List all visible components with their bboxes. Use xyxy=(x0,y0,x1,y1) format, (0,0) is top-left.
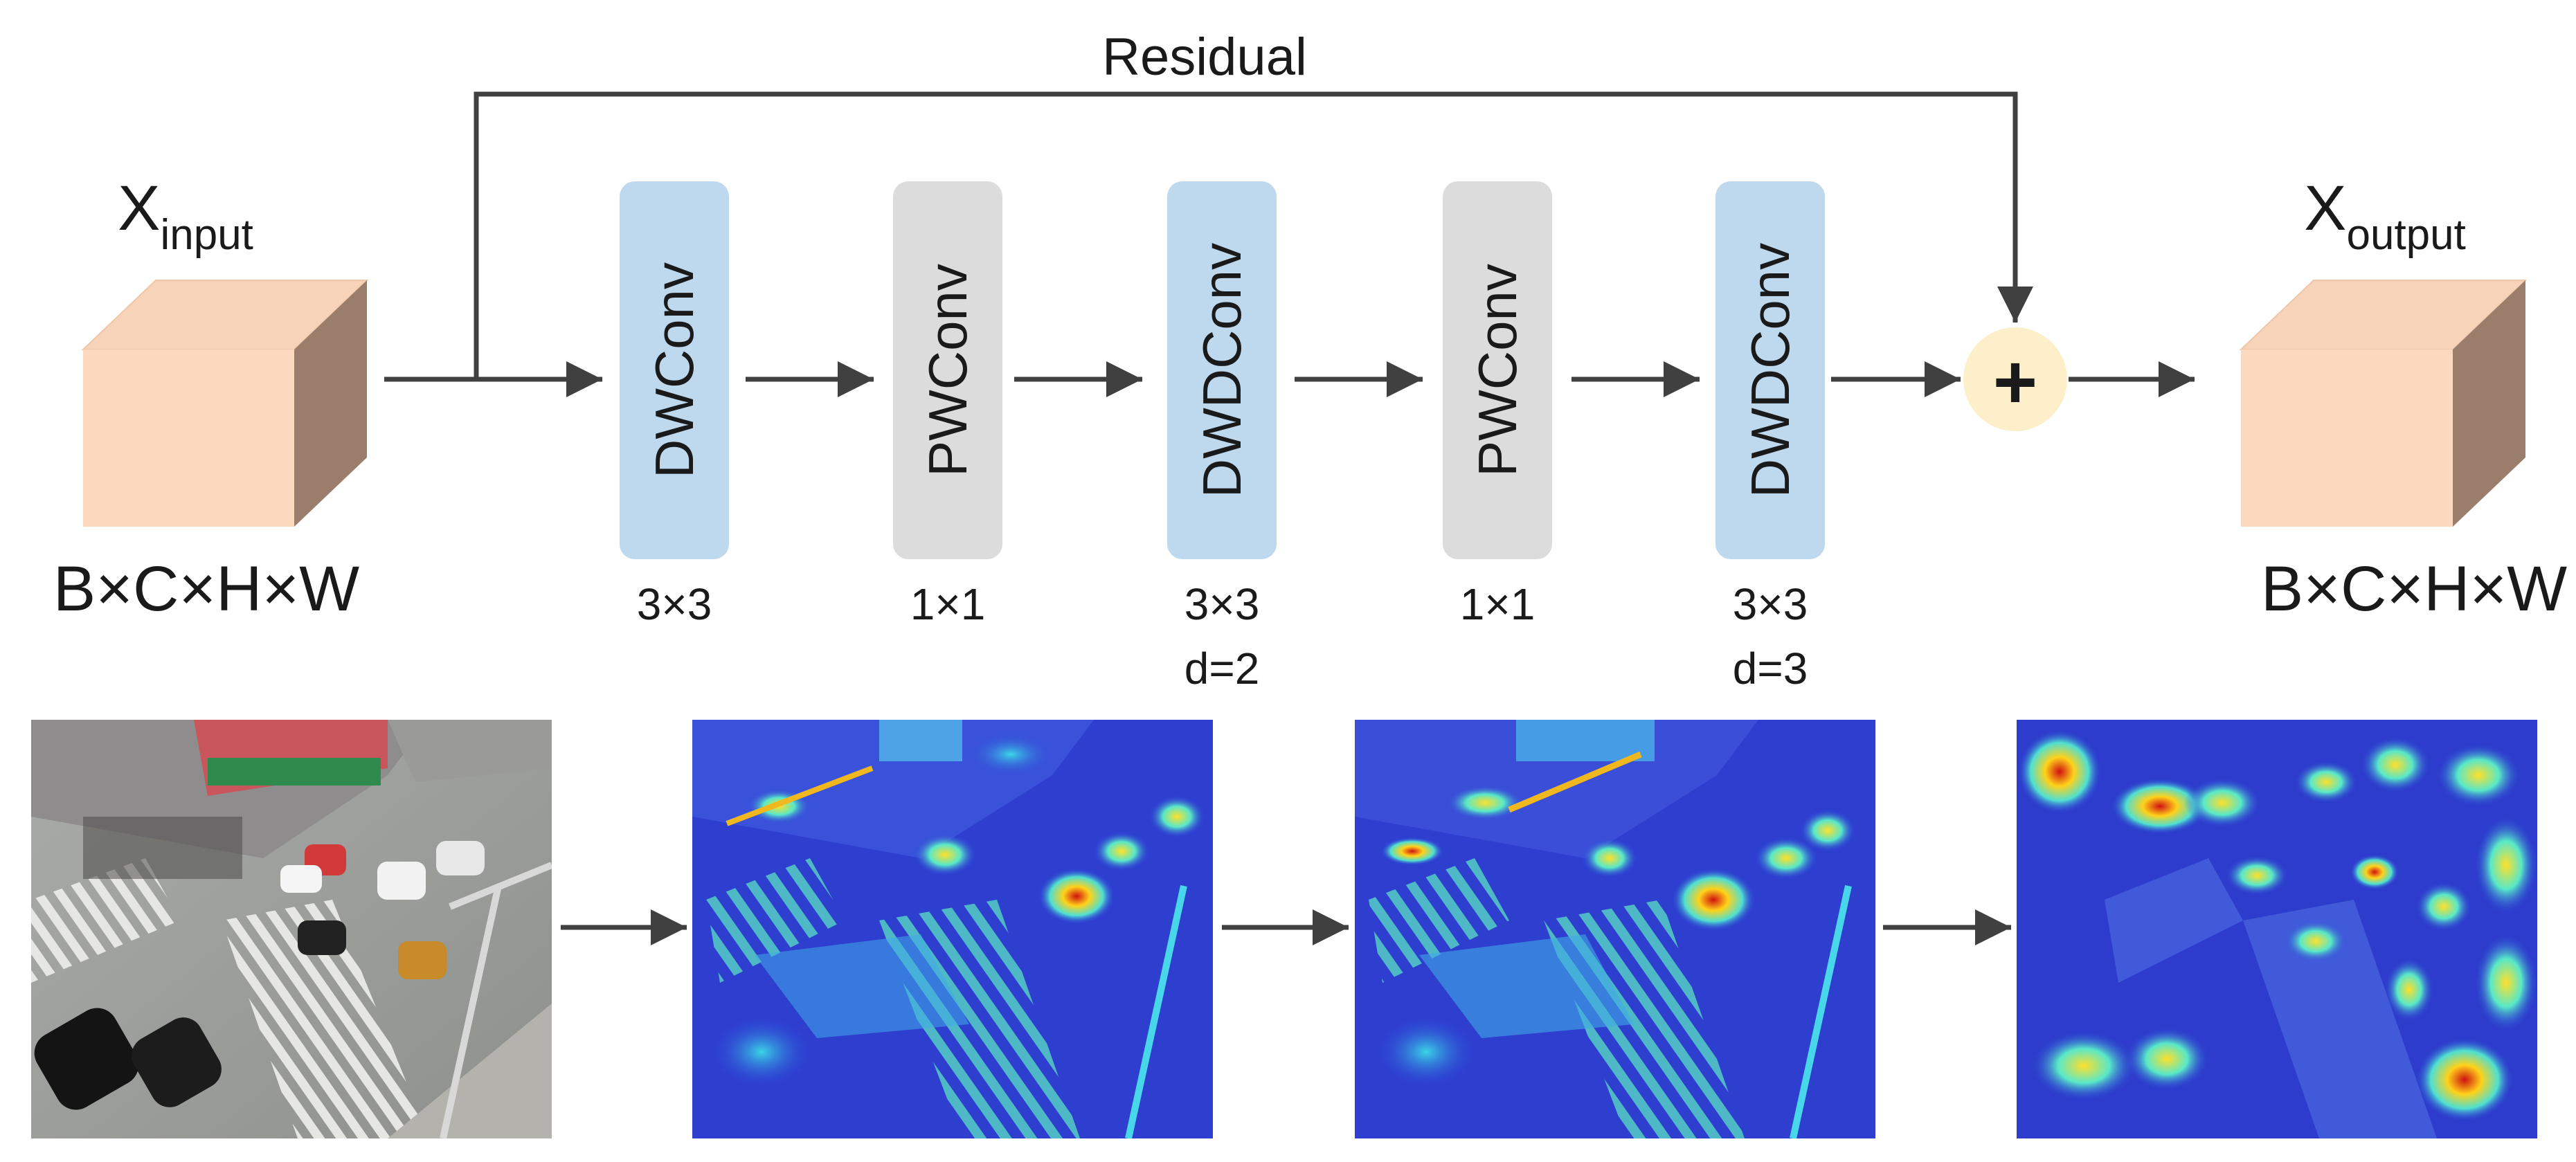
block-dilation: d=3 xyxy=(1733,644,1808,693)
block-kernel: 1×1 xyxy=(1460,579,1535,629)
block-kernel: 3×3 xyxy=(1185,579,1260,629)
block-name: DWDConv xyxy=(1191,243,1252,498)
block-name: PWConv xyxy=(1467,264,1528,477)
output-tensor: Xoutput B×C×H×W xyxy=(2239,173,2567,624)
block-box xyxy=(1443,181,1552,559)
feature-visualizations xyxy=(31,720,2537,1138)
scene-photo xyxy=(31,720,552,1138)
output-shape: B×C×H×W xyxy=(2261,554,2567,624)
add-circle xyxy=(1963,327,2067,431)
block-dwconv: DWConv 3×3 xyxy=(620,181,729,629)
heatmap-stage-1 xyxy=(692,720,1213,1138)
conv-blocks: DWConv 3×3 PWConv 1×1 DWDConv 3×3 d=2 PW… xyxy=(620,181,1825,693)
residual-connection: Residual xyxy=(474,28,2033,379)
block-kernel: 1×1 xyxy=(910,579,986,629)
block-box xyxy=(893,181,1002,559)
residual-arrow xyxy=(474,91,2033,379)
heatmap-stage-2 xyxy=(1355,720,1875,1138)
output-label: Xoutput xyxy=(2304,173,2466,259)
block-pwconv: PWConv 1×1 xyxy=(893,181,1002,629)
block-kernel: 3×3 xyxy=(1733,579,1808,629)
residual-label: Residual xyxy=(1102,28,1307,87)
input-shape: B×C×H×W xyxy=(53,554,359,624)
block-name: DWDConv xyxy=(1740,243,1801,498)
block-dwdconv-d2: DWDConv 3×3 d=2 xyxy=(1167,181,1277,693)
block-pwconv-2: PWConv 1×1 xyxy=(1443,181,1552,629)
block-box xyxy=(1167,181,1277,559)
add-node: + xyxy=(1963,327,2067,431)
input-cube xyxy=(81,280,369,527)
block-kernel: 3×3 xyxy=(637,579,712,629)
block-box xyxy=(620,181,729,559)
block-name: DWConv xyxy=(644,262,705,478)
input-tensor: Xinput B×C×H×W xyxy=(53,173,369,624)
input-label: Xinput xyxy=(118,173,253,259)
block-box xyxy=(1715,181,1825,559)
block-dwdconv-d3: DWDConv 3×3 d=3 xyxy=(1715,181,1825,693)
block-dilation: d=2 xyxy=(1185,644,1260,693)
output-cube xyxy=(2239,280,2528,527)
heatmap-stage-3 xyxy=(2017,720,2537,1138)
plus-icon: + xyxy=(1993,340,2037,425)
block-name: PWConv xyxy=(917,264,978,477)
